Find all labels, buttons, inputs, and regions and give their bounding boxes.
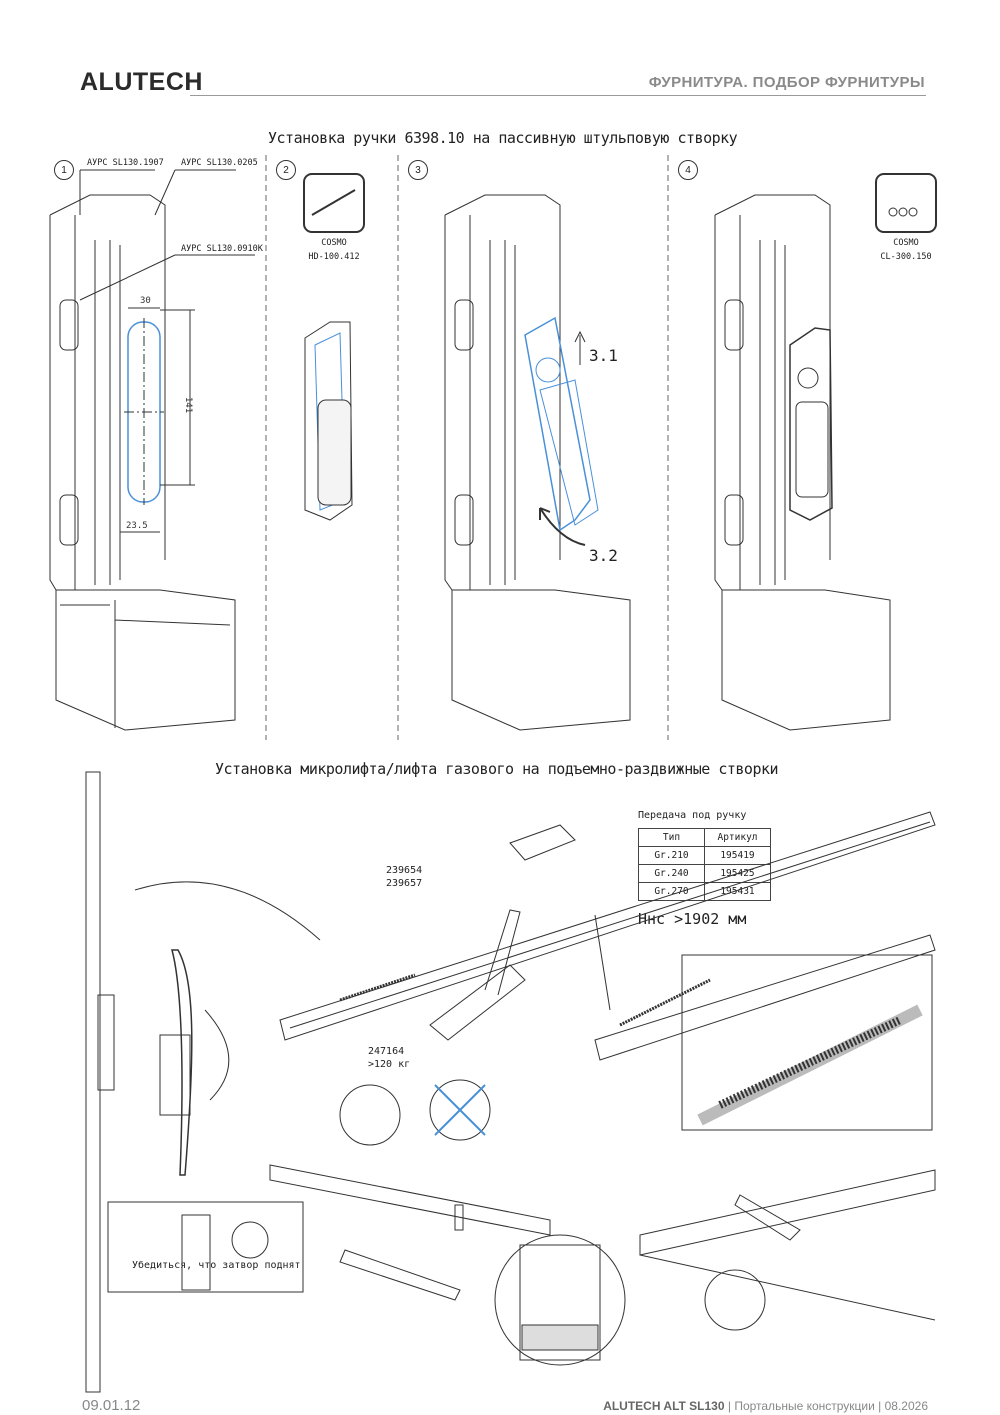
substep-3-1: 3.1 <box>589 346 618 365</box>
tool-2-code: HD-100.412 <box>308 252 360 262</box>
substep-3-2: 3.2 <box>589 546 618 565</box>
step-2-marker: 2 <box>276 160 296 180</box>
height-value: >1902 мм <box>665 910 747 928</box>
page-code: 09.01.12 <box>82 1397 141 1414</box>
step-4-marker: 4 <box>678 160 698 180</box>
table-caption: Передача под ручку <box>638 810 747 821</box>
tool-2-brand: COSMO <box>321 238 347 248</box>
handle-drawing-2 <box>304 321 353 521</box>
handle-install-title: Установка ручки 6398.10 на пассивную шту… <box>268 129 738 147</box>
profile-label-0205: АУРС SL130.0205 <box>181 158 258 168</box>
step-3-marker: 3 <box>408 160 428 180</box>
step-1-marker: 1 <box>54 160 74 180</box>
profile-label-1907: АУРС SL130.1907 <box>87 158 164 168</box>
section-title: ФУРНИТУРА. ПОДБОР ФУРНИТУРЫ <box>648 74 925 91</box>
lift-install-title: Установка микролифта/лифта газового на п… <box>215 760 779 778</box>
part-code-239657: 239657 <box>386 878 423 889</box>
part-code-239654: 239654 <box>386 865 423 876</box>
brand-logo: ALUTECH <box>80 68 203 96</box>
shutter-note: Убедиться, что затвор поднят <box>132 1260 301 1271</box>
dim-offset: 23.5 <box>126 521 148 531</box>
profile-drawing-1 <box>49 169 255 731</box>
footer-product: ALUTECH ALT SL130 | Портальные конструкц… <box>603 1399 928 1413</box>
table-header-article: Артикул <box>704 828 771 847</box>
profile-drawing-4 <box>714 194 891 731</box>
profile-drawing-3 <box>444 194 631 731</box>
footer-rest: | Портальные конструкции | 08.2026 <box>724 1399 928 1413</box>
gas-lift-code: 247164 <box>368 1046 405 1057</box>
profile-label-0910k: АУРС SL130.0910K <box>181 244 263 254</box>
gas-lift-load: >120 кг <box>368 1059 411 1070</box>
table-row: Gr.270 195431 <box>638 882 771 901</box>
dim-width: 30 <box>140 296 151 306</box>
header-divider <box>190 95 926 96</box>
footer-product-name: ALUTECH ALT SL130 <box>603 1399 725 1413</box>
tool-4-code: CL-300.150 <box>880 252 932 262</box>
tool-4-brand: COSMO <box>893 238 919 248</box>
